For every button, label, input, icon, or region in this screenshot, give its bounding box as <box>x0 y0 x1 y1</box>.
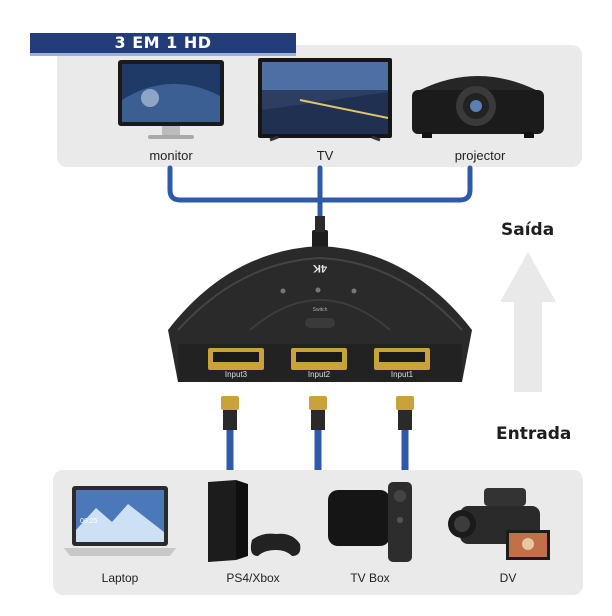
switch-brand: Switch <box>312 307 328 313</box>
direction-arrow <box>500 252 556 392</box>
label-tvbox: TV Box <box>350 571 390 585</box>
badge-4k: 4K <box>312 262 328 274</box>
input-cable-3 <box>221 396 239 470</box>
port-label-3: Input3 <box>224 370 248 379</box>
console-image <box>208 480 301 562</box>
port-label-2: Input2 <box>307 370 331 379</box>
input-cable-2 <box>309 396 327 470</box>
label-camera: DV <box>499 571 517 585</box>
laptop-screen-time: 06:25 <box>80 518 98 525</box>
tv-image <box>258 58 392 142</box>
laptop-image <box>64 486 176 556</box>
title-banner: 3 EM 1 HD <box>30 33 296 56</box>
port-label-1: Input1 <box>390 370 414 379</box>
label-projector: projector <box>454 148 506 163</box>
label-tv: TV <box>316 148 334 163</box>
camera-image <box>448 488 550 560</box>
label-laptop: Laptop <box>101 571 139 585</box>
label-input: Entrada <box>496 424 572 444</box>
monitor-image <box>118 60 224 139</box>
output-connector <box>312 230 328 248</box>
projector-image <box>412 76 544 138</box>
label-monitor: monitor <box>149 148 193 163</box>
hdmi-port-1 <box>374 348 430 370</box>
label-output: Saída <box>501 220 555 240</box>
hdmi-port-3 <box>208 348 264 370</box>
label-console: PS4/Xbox <box>226 571 280 585</box>
input-cable-1 <box>396 396 414 470</box>
tvbox-image <box>328 482 412 562</box>
hdmi-port-2 <box>291 348 347 370</box>
